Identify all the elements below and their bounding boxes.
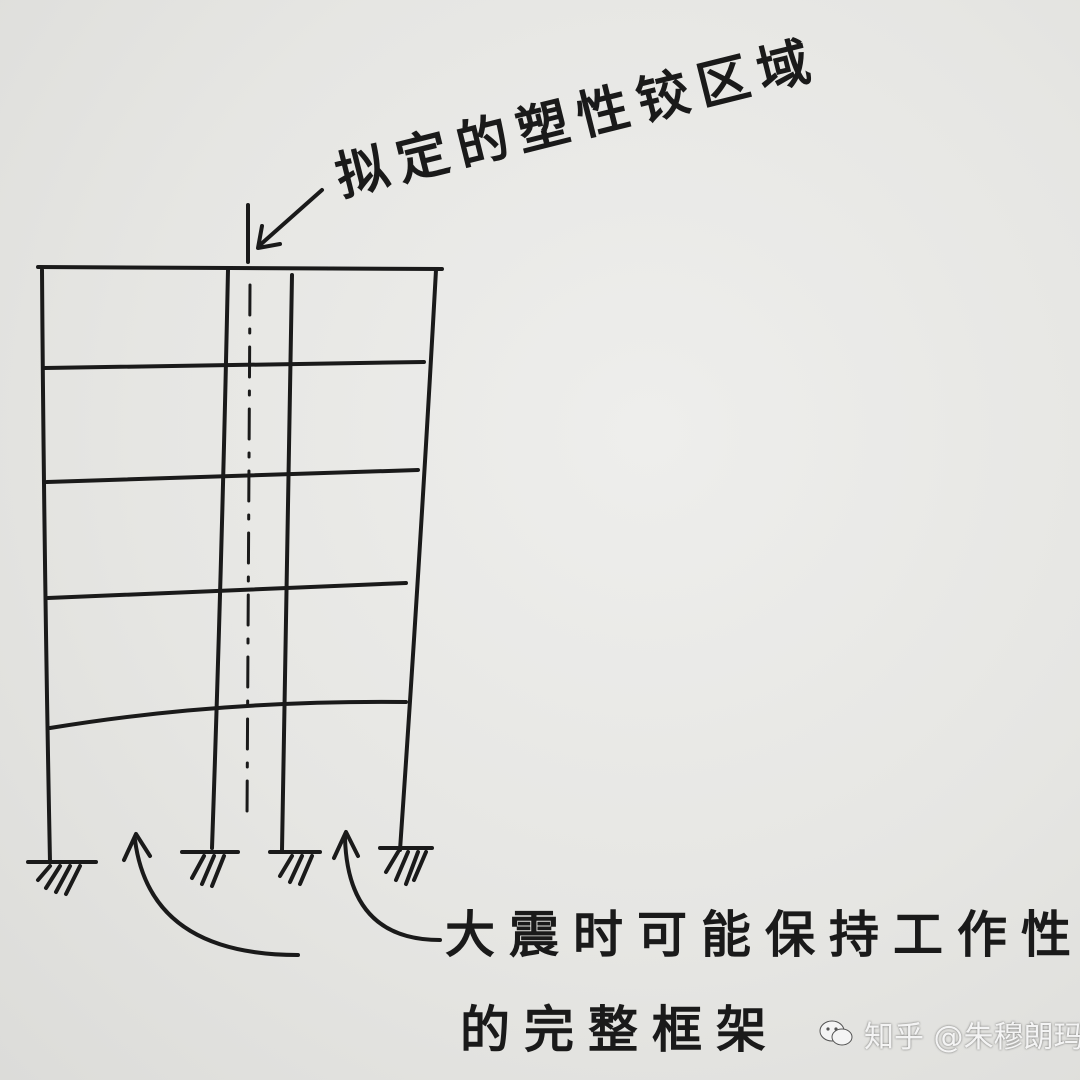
- floor-beam-1: [43, 360, 426, 370]
- right-column: [398, 268, 438, 852]
- frame-label-line-2: 的完整框架: [460, 1000, 780, 1059]
- floor-beam-2: [45, 468, 420, 484]
- watermark-text: 知乎 @朱穆朗玛: [864, 1020, 1080, 1055]
- support-2: [180, 850, 240, 888]
- left-column: [40, 268, 52, 864]
- floor-beam-4: [48, 699, 408, 730]
- support-1: [26, 860, 98, 896]
- frame-arrow-left: [133, 838, 300, 957]
- hinge-arrow-head: [256, 224, 282, 250]
- center-column-right: [280, 273, 294, 852]
- support-3: [268, 850, 322, 886]
- roof-beam: [36, 265, 444, 271]
- hinge-arrow-shaft: [258, 188, 324, 247]
- wechat-bubble-icon: [819, 1020, 853, 1046]
- watermark: 知乎 @朱穆朗玛: [818, 1012, 1080, 1056]
- center-column-left: [210, 268, 230, 850]
- support-4: [378, 846, 434, 886]
- wall-centerline: [245, 283, 252, 822]
- frame-arrow-left-head: [122, 832, 152, 862]
- frame-arrow-right: [343, 836, 442, 942]
- frame-label-line-1: 大震时可能保持工作性能: [445, 905, 1080, 964]
- floor-beam-3: [46, 581, 408, 600]
- frame-arrow-right-head: [332, 830, 360, 860]
